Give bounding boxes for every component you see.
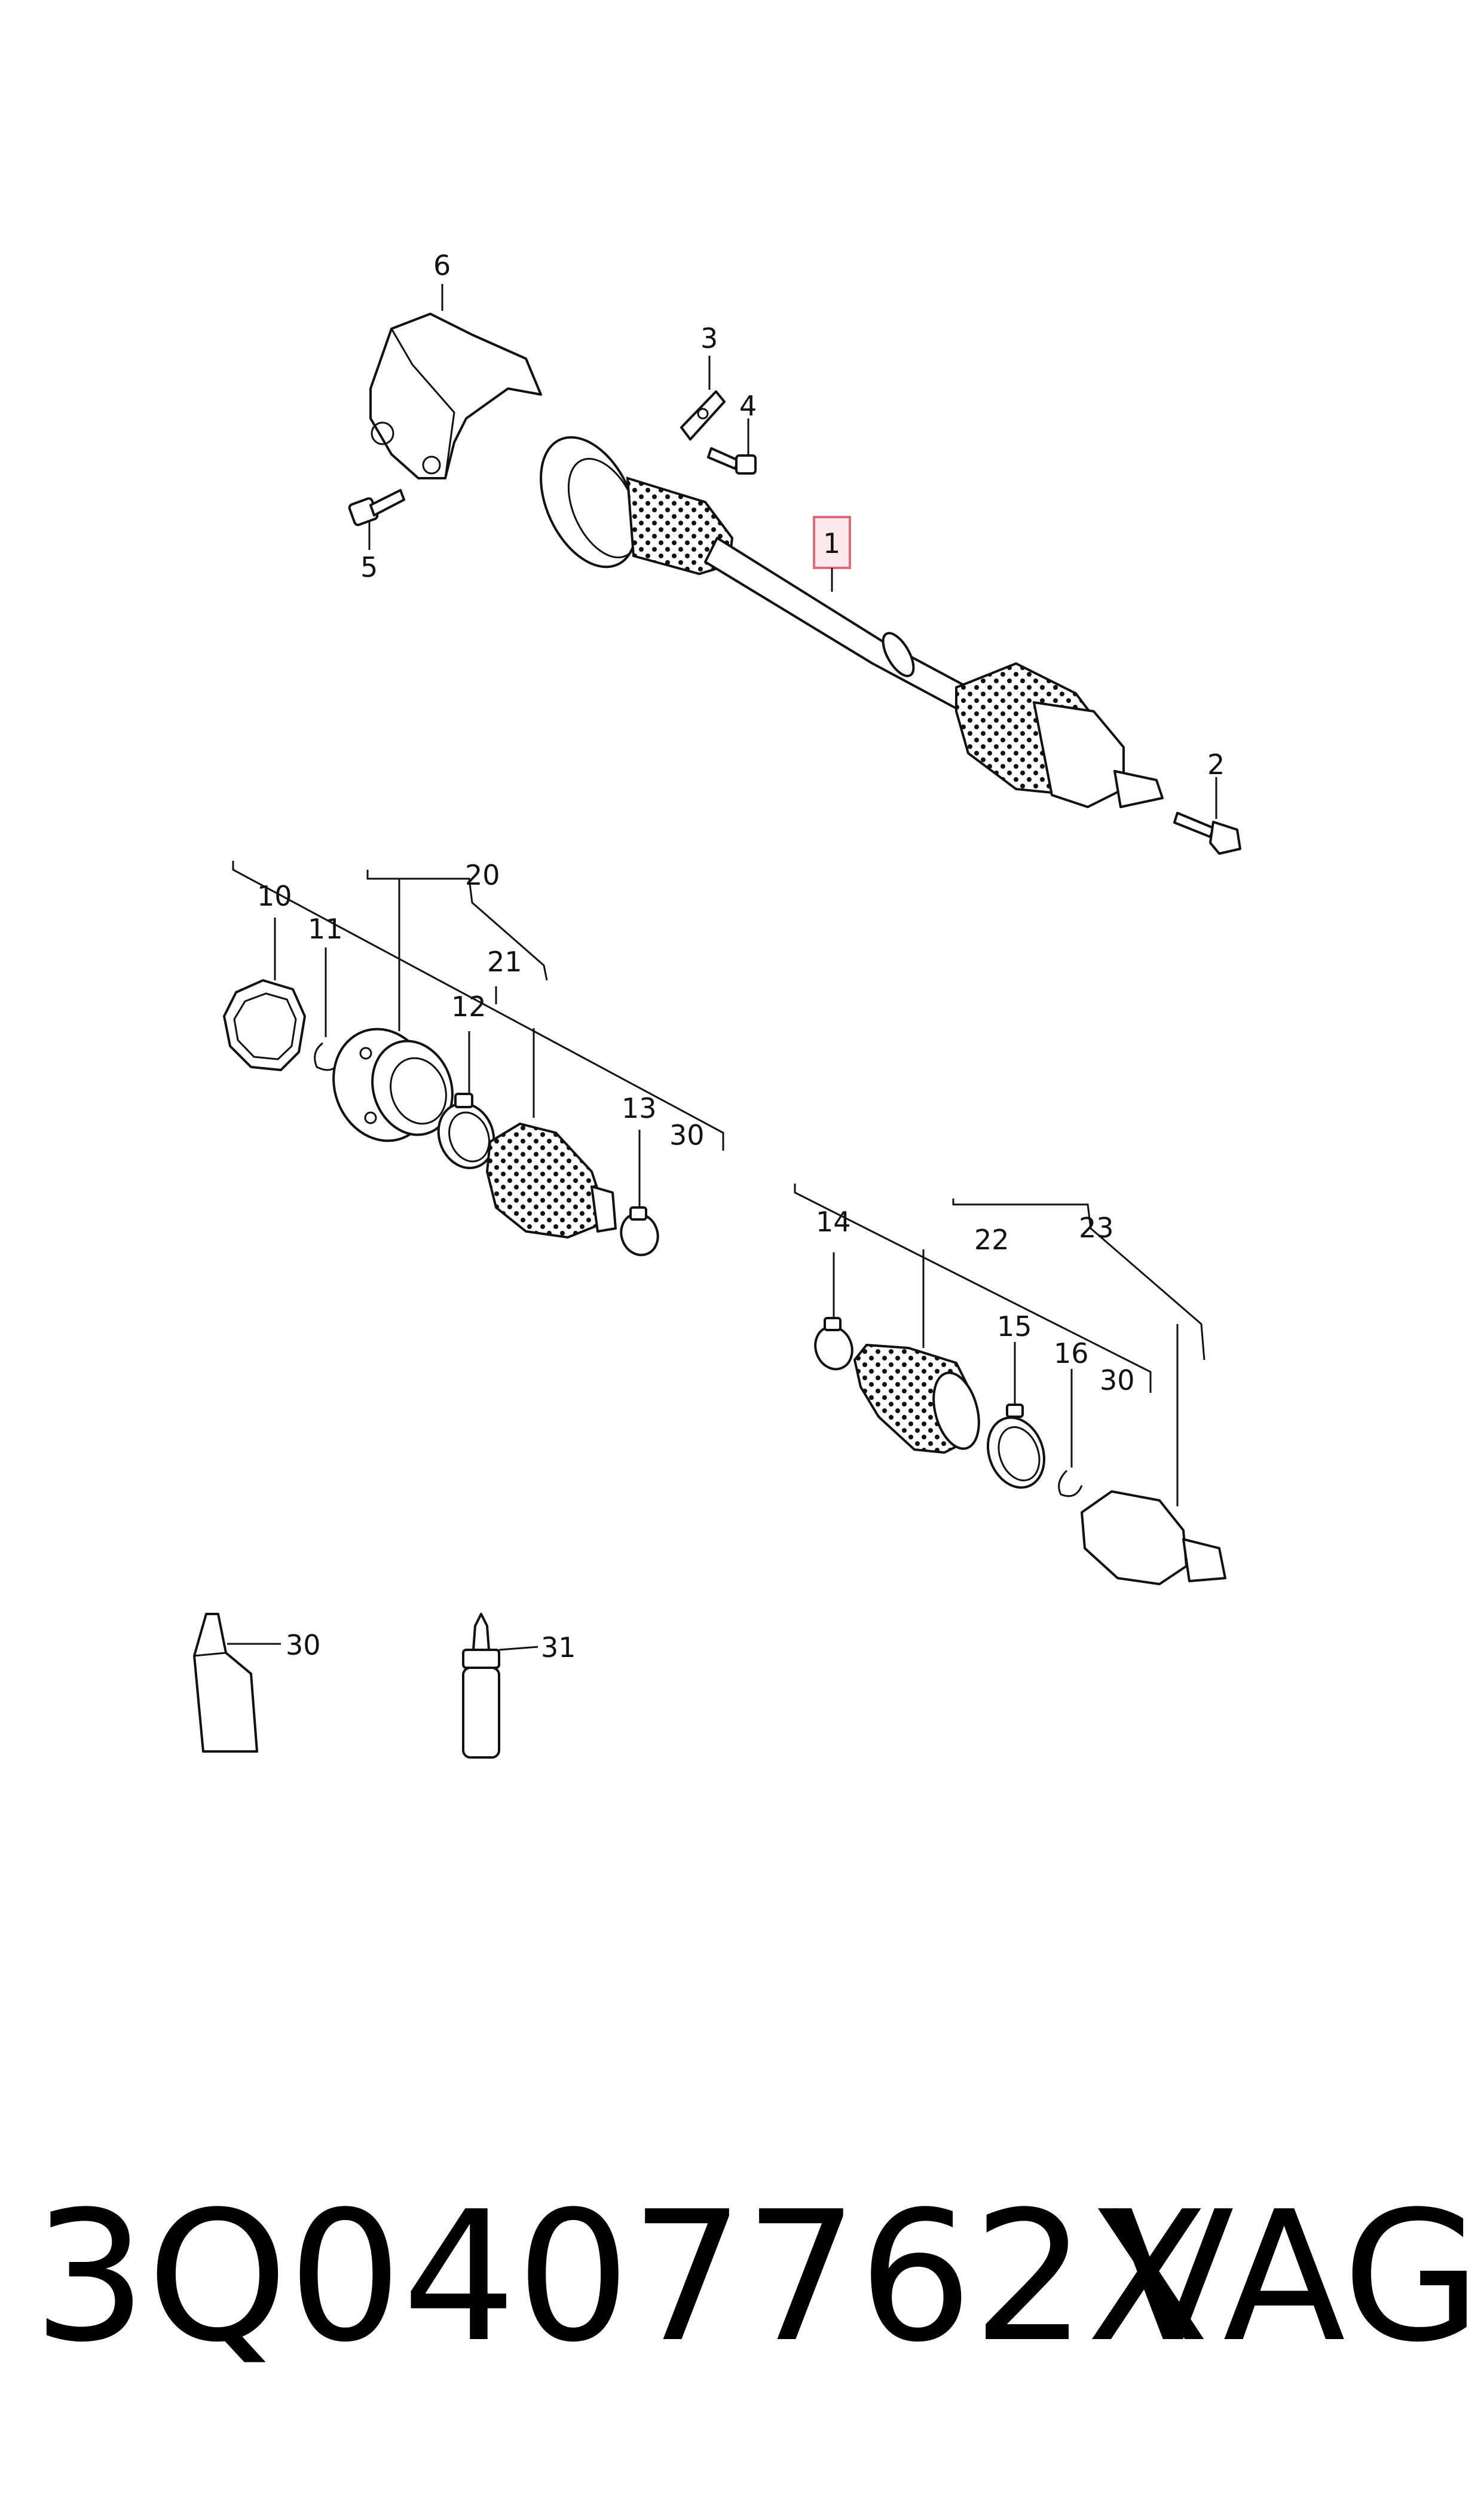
brand-name: VAG <box>1112 2173 1482 2382</box>
callout-13[interactable]: 13 <box>622 1092 657 1124</box>
callout-31[interactable]: 31 <box>541 1631 576 1664</box>
callout-20[interactable]: 20 <box>465 859 500 891</box>
callout-14[interactable]: 14 <box>816 1206 851 1238</box>
callout-15[interactable]: 15 <box>997 1310 1032 1343</box>
callout-2[interactable]: 2 <box>1207 748 1225 781</box>
callout-4[interactable]: 4 <box>739 390 757 422</box>
boot-icon <box>485 1122 617 1239</box>
callout-10[interactable]: 10 <box>257 880 292 912</box>
callout-12[interactable]: 12 <box>451 990 486 1023</box>
callout-23[interactable]: 23 <box>1079 1212 1114 1244</box>
boot-icon <box>853 1343 980 1454</box>
callout-16[interactable]: 16 <box>1054 1337 1089 1369</box>
bolt-icon <box>1173 812 1241 855</box>
hose-clamp-icon <box>814 1317 853 1371</box>
callout-6[interactable]: 5 <box>360 551 378 583</box>
callout-30-grease[interactable]: 30 <box>286 1629 321 1661</box>
callout-11[interactable]: 11 <box>308 913 343 945</box>
bolt-icon <box>707 447 757 475</box>
circlip-icon <box>1058 1469 1083 1497</box>
heat-shield-icon <box>369 313 542 479</box>
hose-clamp-icon <box>620 1206 659 1257</box>
callout-22[interactable]: 22 <box>974 1224 1009 1256</box>
callout-1-highlight[interactable] <box>813 516 851 569</box>
gasket-icon <box>223 979 306 1071</box>
callout-21[interactable]: 21 <box>487 946 522 978</box>
locking-plate-icon <box>680 390 726 441</box>
hose-clamp-icon <box>986 1404 1046 1489</box>
bottle-icon <box>462 1613 500 1759</box>
bolt-icon <box>348 489 405 527</box>
drive-shaft-icon <box>540 436 1164 808</box>
joint-flange-icon <box>332 1028 454 1142</box>
callout-30-kit-inner[interactable]: 30 <box>669 1119 705 1151</box>
callout-30-kit-outer[interactable]: 30 <box>1100 1364 1135 1396</box>
hose-clamp-icon <box>437 1093 495 1169</box>
callout-5[interactable]: 6 <box>433 249 451 282</box>
outer-cv-joint-icon <box>1081 1490 1226 1585</box>
grease-tube-icon <box>193 1613 258 1753</box>
callout-3[interactable]: 3 <box>700 322 718 354</box>
part-number: 3Q0407762X <box>33 2173 1210 2382</box>
callout-1[interactable]: 1 <box>823 527 840 560</box>
